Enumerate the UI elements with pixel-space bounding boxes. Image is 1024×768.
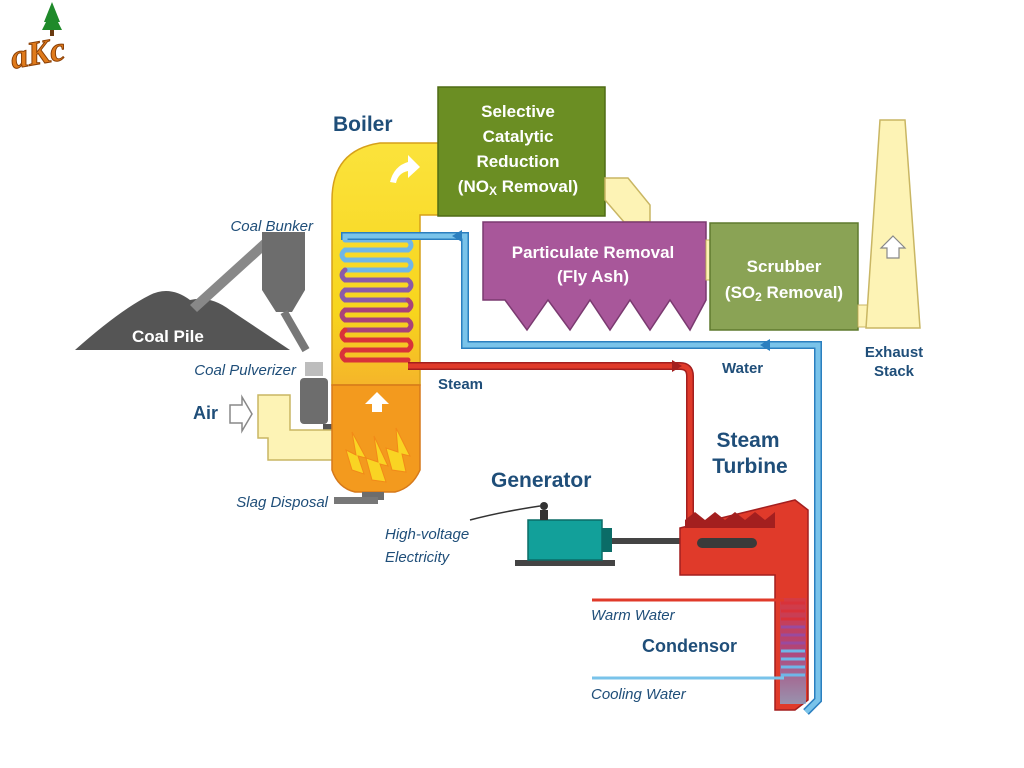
generator-end: [602, 528, 612, 552]
coal-pulverizer: [300, 378, 328, 424]
water-arrow-2-icon: [760, 339, 770, 351]
exhaust-label-2: Stack: [874, 363, 915, 380]
logo: aKc: [7, 2, 69, 77]
pulverizer-top: [305, 362, 323, 376]
generator-body: [527, 519, 603, 561]
warm-water-label: Warm Water: [591, 607, 676, 624]
particulate-label-2: (Fly Ash): [557, 267, 629, 286]
condensor-label: Condensor: [642, 636, 737, 656]
scrubber-label-2: (SO2 Removal): [725, 283, 843, 304]
generator-base: [515, 560, 615, 566]
scr-label-4: (NOX Removal): [458, 177, 578, 198]
steam-turbine: [679, 499, 809, 711]
boiler-coils: [339, 237, 414, 363]
turbine-rotor: [697, 538, 757, 548]
boiler: [331, 142, 441, 504]
air-arrow-icon: [229, 394, 253, 434]
steam-turbine-label-1: Steam: [716, 429, 779, 452]
turbine-shaft: [612, 538, 702, 544]
flames-icon: [345, 427, 411, 483]
water-pipe: [342, 233, 821, 714]
slag-disposal-bar: [334, 497, 378, 504]
water-label: Water: [722, 360, 763, 377]
scr-duct: [604, 177, 651, 223]
turbine-blades: [685, 512, 775, 528]
scr-label-3: Reduction: [476, 152, 559, 171]
coal-chute: [280, 310, 310, 353]
particulate-label-1: Particulate Removal: [512, 243, 675, 262]
up-arrow-icon: [365, 392, 389, 412]
logo-text: aKc: [8, 31, 68, 77]
steam-arrow-icon: [672, 360, 682, 372]
hv-label-2: Electricity: [385, 549, 451, 566]
coal-pile: [75, 291, 290, 350]
scrubber-unit: Scrubber (SO2 Removal): [709, 222, 859, 331]
coal-pile-group: Coal Pile: [75, 232, 337, 434]
coal-pulverizer-label: Coal Pulverizer: [194, 362, 297, 379]
condensor-coils: [781, 601, 805, 677]
scrubber-label-1: Scrubber: [747, 257, 822, 276]
water-arrow-icon: [452, 230, 462, 242]
pulverizer-feed: [323, 424, 337, 434]
slag-disposal-label: Slag Disposal: [236, 494, 328, 511]
tree-icon: [42, 2, 62, 36]
coal-bunker-label: Coal Bunker: [230, 218, 314, 235]
air-label: Air: [193, 403, 218, 423]
hv-label-1: High-voltage: [385, 526, 469, 543]
exhaust-arrow-icon: [879, 235, 907, 259]
particulate-unit: Particulate Removal (Fly Ash): [482, 221, 707, 332]
steam-turbine-label-2: Turbine: [712, 455, 787, 478]
cooling-water-label: Cooling Water: [591, 686, 687, 703]
scr-label-1: Selective: [481, 102, 555, 121]
coal-conveyor: [190, 237, 272, 312]
boiler-label: Boiler: [333, 113, 393, 136]
generator: [469, 502, 702, 566]
curved-arrow-icon: [390, 155, 420, 183]
generator-label: Generator: [491, 469, 591, 492]
slag-hopper: [362, 492, 384, 500]
exhaust-label-1: Exhaust: [865, 344, 923, 361]
scr-unit: Selective Catalytic Reduction (NOX Remov…: [437, 86, 606, 217]
electricity-wire: [469, 505, 541, 521]
coal-bunker: [262, 232, 305, 312]
scr-label-2: Catalytic: [483, 127, 554, 146]
steam-label: Steam: [438, 376, 483, 393]
generator-terminal: [540, 510, 548, 520]
exhaust-stack: [865, 119, 921, 329]
coal-pile-label: Coal Pile: [132, 327, 204, 346]
